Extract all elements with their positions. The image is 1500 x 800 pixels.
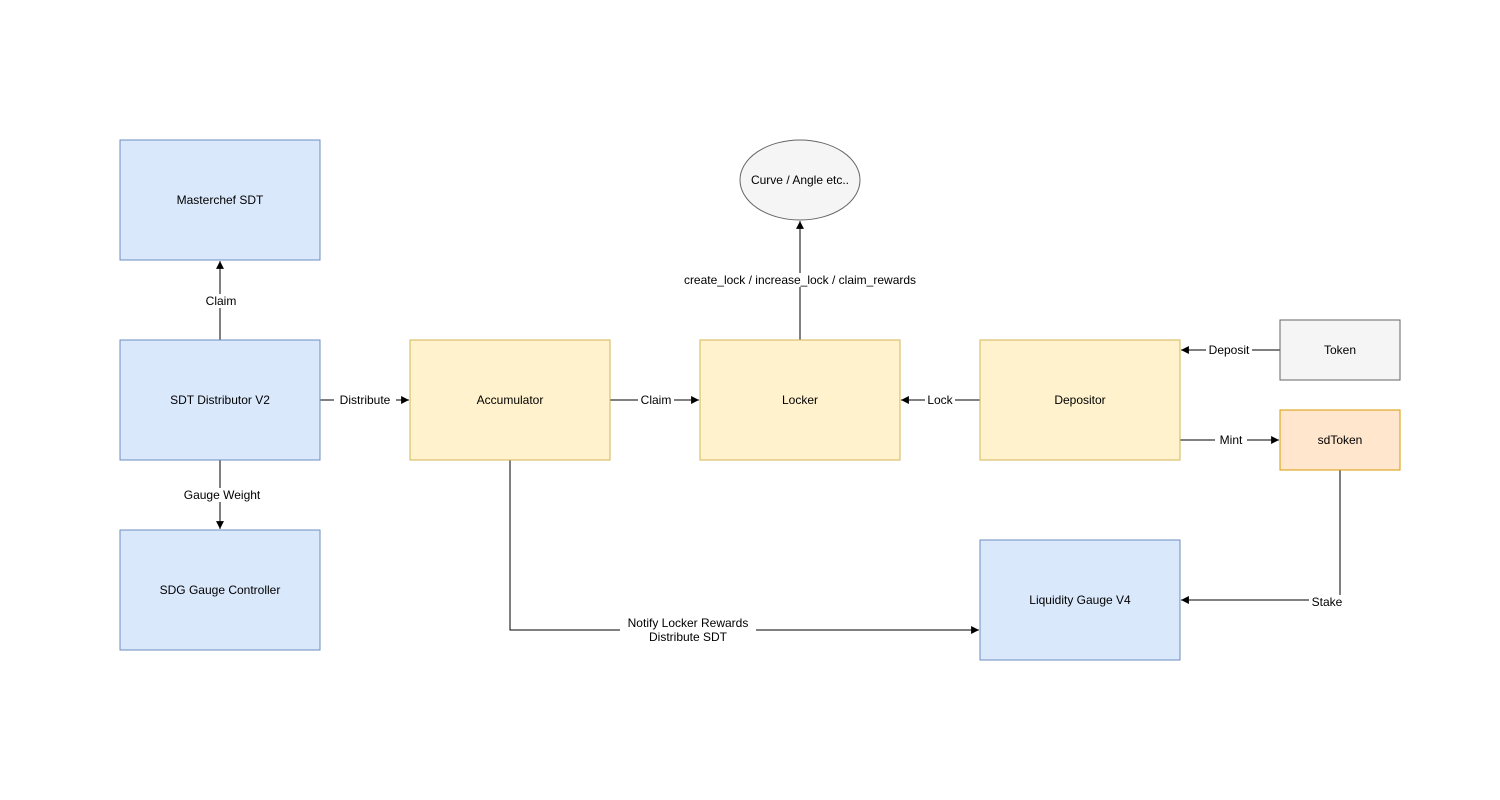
edge-stake: Stake (1181, 470, 1345, 609)
edge-notify-rewards: Notify Locker Rewards Distribute SDT (509, 460, 979, 645)
node-liquidity-gauge-v4: Liquidity Gauge V4 (979, 539, 1181, 661)
node-curve-angle: Curve / Angle etc.. (739, 139, 861, 221)
node-sd-token: sdToken (1279, 409, 1401, 471)
edge-claim-to-locker-label-bg (638, 393, 674, 407)
node-depositor: Depositor (979, 339, 1181, 461)
edge-distribute: Distribute (320, 393, 409, 407)
node-sdg-gauge-controller-box (119, 529, 321, 651)
node-locker-label: Locker (782, 393, 818, 407)
edge-notify-rewards-label-line2: Distribute SDT (649, 630, 728, 644)
node-curve-angle-label: Curve / Angle etc.. (751, 173, 849, 187)
node-sdg-gauge-controller: SDG Gauge Controller (119, 529, 321, 651)
node-curve-angle-shape (739, 139, 861, 221)
node-depositor-box (979, 339, 1181, 461)
node-accumulator-label: Accumulator (477, 393, 544, 407)
node-masterchef-sdt: Masterchef SDT (119, 139, 321, 261)
edge-mint-label-bg (1215, 433, 1247, 447)
node-sdt-distributor-v2-label: SDT Distributor V2 (170, 393, 270, 407)
edge-distribute-label-bg (334, 393, 396, 407)
edge-create-lock: create_lock / increase_lock / claim_rewa… (674, 221, 926, 340)
edge-claim-to-masterchef-label-bg (203, 294, 239, 308)
node-accumulator: Accumulator (409, 339, 611, 461)
edge-stake-line (1181, 470, 1341, 604)
edge-gauge-weight-label: Gauge Weight (184, 488, 261, 502)
edge-gauge-weight-label-bg (182, 488, 262, 502)
node-sdt-distributor-v2-box (119, 339, 321, 461)
edge-stake-label: Stake (1312, 595, 1343, 609)
edge-deposit: Deposit (1181, 343, 1280, 357)
node-masterchef-sdt-box (119, 139, 321, 261)
edge-notify-rewards-label-bg (620, 615, 756, 645)
node-sdg-gauge-controller-label: SDG Gauge Controller (160, 583, 281, 597)
edge-gauge-weight: Gauge Weight (182, 460, 262, 529)
node-liquidity-gauge-v4-box (979, 539, 1181, 661)
edge-deposit-label: Deposit (1209, 343, 1250, 357)
edge-notify-rewards-line (509, 460, 979, 634)
edge-create-lock-label: create_lock / increase_lock / claim_rewa… (684, 273, 916, 287)
node-token-label: Token (1324, 343, 1356, 357)
node-accumulator-box (409, 339, 611, 461)
edge-deposit-label-bg (1206, 343, 1252, 357)
edge-claim-to-locker-label: Claim (641, 393, 672, 407)
node-locker-box (699, 339, 901, 461)
node-sd-token-box (1279, 409, 1401, 471)
node-masterchef-sdt-label: Masterchef SDT (177, 193, 264, 207)
node-token-box (1279, 319, 1401, 381)
node-depositor-label: Depositor (1054, 393, 1105, 407)
edge-mint: Mint (1180, 433, 1279, 447)
edge-claim-to-masterchef: Claim (203, 261, 239, 340)
edge-distribute-label: Distribute (340, 393, 391, 407)
node-liquidity-gauge-v4-label: Liquidity Gauge V4 (1029, 593, 1131, 607)
edge-claim-to-masterchef-label: Claim (206, 294, 237, 308)
edge-notify-rewards-label-line1: Notify Locker Rewards (628, 616, 749, 630)
edge-claim-to-locker: Claim (610, 393, 699, 407)
node-token: Token (1279, 319, 1401, 381)
edge-lock-label-bg (925, 393, 955, 407)
edge-lock-label: Lock (927, 393, 953, 407)
node-sdt-distributor-v2: SDT Distributor V2 (119, 339, 321, 461)
edge-lock: Lock (901, 393, 980, 407)
node-locker: Locker (699, 339, 901, 461)
edge-mint-label: Mint (1220, 433, 1243, 447)
node-sd-token-label: sdToken (1318, 433, 1363, 447)
edge-stake-label-bg (1309, 595, 1345, 609)
edge-create-lock-label-bg (674, 273, 926, 287)
